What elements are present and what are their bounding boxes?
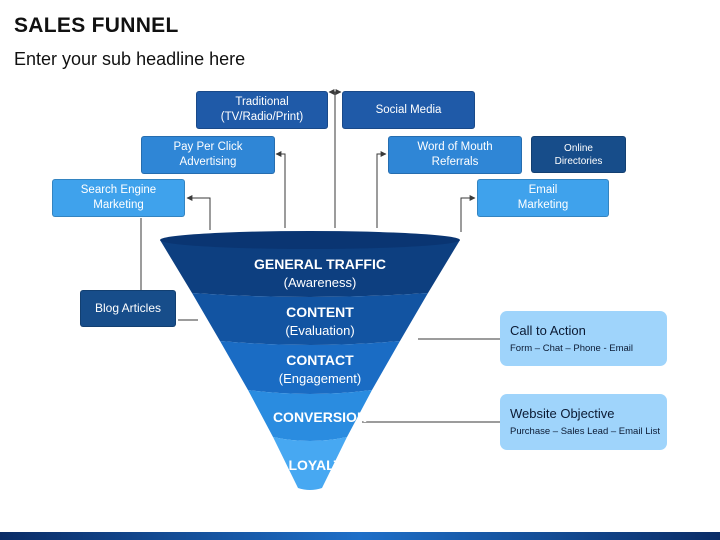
stage-general-traffic-name: GENERAL TRAFFIC (254, 256, 386, 272)
source-email: Email Marketing (477, 179, 609, 217)
source-search-engine: Search Engine Marketing (52, 179, 185, 217)
stage-contact: CONTACT (Engagement) (200, 352, 440, 386)
source-search-engine-line2: Marketing (93, 199, 144, 211)
connector-search-engine (186, 195, 211, 230)
stage-content: CONTENT (Evaluation) (200, 304, 440, 338)
stage-loyalty: LOYALTY (200, 457, 440, 473)
funnel-band-contact (220, 341, 400, 394)
source-email-line1: Email (528, 184, 558, 197)
funnel-band-content (192, 293, 428, 345)
connector-email (460, 195, 476, 232)
callout-website-objective-title: Website Objective (510, 406, 615, 421)
source-pay-per-click-line2: Advertising (179, 156, 237, 168)
funnel-band-general-traffic (160, 240, 460, 297)
connector-pay-per-click (275, 151, 286, 228)
stage-contact-sub: (Engagement) (278, 371, 362, 386)
source-traditional-line1: Traditional (235, 96, 289, 109)
source-traditional: Traditional (TV/Radio/Print) (196, 91, 328, 129)
source-word-of-mouth-line2: Referrals (431, 156, 479, 168)
callout-call-to-action-title: Call to Action (510, 323, 586, 338)
stage-content-name: CONTENT (286, 304, 354, 320)
callout-website-objective: Website Objective Purchase – Sales Lead … (500, 394, 667, 450)
source-traditional-line2: (TV/Radio/Print) (220, 111, 304, 123)
stage-loyalty-name: LOYALTY (288, 457, 352, 473)
connector-traditional (328, 89, 336, 228)
funnel-rim (160, 231, 460, 249)
bottom-accent-bar (0, 532, 720, 540)
source-online-directories: Online Directories (531, 136, 626, 173)
stage-conversion-name: CONVERSION (272, 409, 368, 425)
stage-content-sub: (Evaluation) (285, 323, 355, 338)
source-social-media: Social Media (342, 91, 475, 129)
page-subtitle: Enter your sub headline here (14, 49, 246, 69)
source-online-directories-line1: Online (564, 142, 593, 154)
page-title: SALES FUNNEL (14, 14, 179, 37)
stage-general-traffic-sub: (Awareness) (283, 275, 357, 290)
source-pay-per-click-line1: Pay Per Click (173, 141, 243, 154)
source-word-of-mouth-line1: Word of Mouth (417, 141, 493, 154)
stage-contact-name: CONTACT (286, 352, 354, 368)
funnel-band-conversion (248, 390, 372, 441)
source-search-engine-line1: Search Engine (80, 184, 157, 197)
source-pay-per-click: Pay Per Click Advertising (141, 136, 275, 174)
source-social-media-line1: Social Media (375, 103, 442, 116)
callout-website-objective-desc: Purchase – Sales Lead – Email List (510, 426, 660, 437)
source-email-line2: Marketing (517, 199, 569, 211)
connector-word-of-mouth (376, 151, 387, 228)
source-word-of-mouth: Word of Mouth Referrals (388, 136, 522, 174)
callout-call-to-action-desc: Form – Chat – Phone - Email (510, 343, 634, 354)
connector-blog (140, 218, 198, 321)
callout-call-to-action: Call to Action Form – Chat – Phone - Ema… (500, 311, 667, 366)
source-blog: Blog Articles (80, 290, 176, 327)
stage-general-traffic: GENERAL TRAFFIC (Awareness) (200, 256, 440, 290)
stage-conversion: CONVERSION (200, 409, 440, 425)
funnel-band-loyalty (273, 437, 347, 490)
source-blog-line1: Blog Articles (94, 300, 162, 315)
source-online-directories-line2: Directories (554, 155, 603, 167)
connector-social-media (334, 89, 342, 228)
